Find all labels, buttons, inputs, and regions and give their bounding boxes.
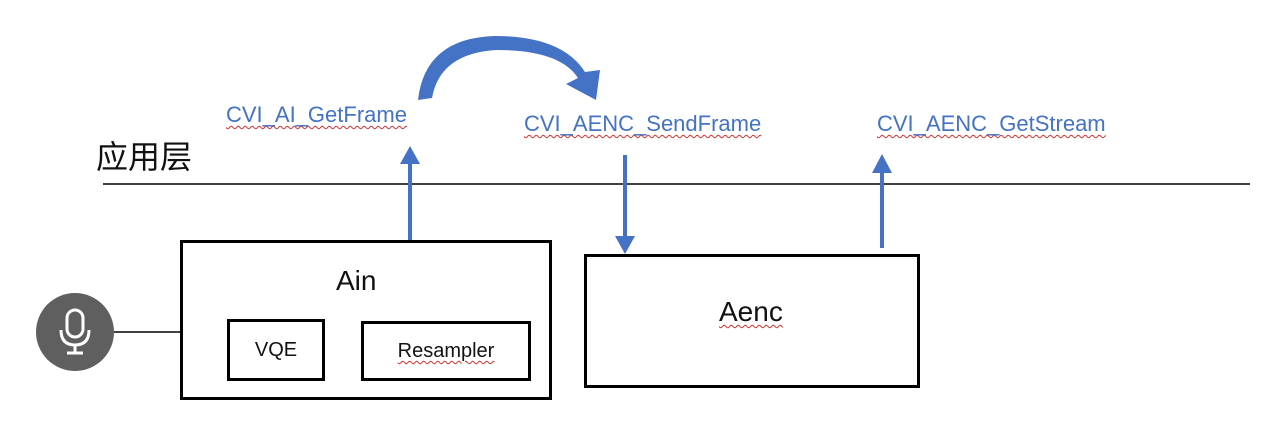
resampler-box: Resampler — [361, 321, 531, 381]
arrow-sendframe-to-aenc — [615, 155, 635, 254]
curved-arrow-getframe-to-sendframe — [418, 36, 600, 100]
vqe-box: VQE — [227, 319, 325, 381]
arrow-aenc-to-getstream — [872, 154, 892, 248]
application-layer-label: 应用层 — [96, 138, 193, 176]
aenc-module-box: Aenc — [584, 254, 920, 388]
microphone-glyph — [59, 308, 91, 355]
aenc-title: Aenc — [719, 296, 783, 327]
ain-module-box: Ain VQE Resampler — [180, 240, 552, 400]
arrow-ain-to-getframe — [400, 146, 420, 240]
ain-title: Ain — [336, 265, 377, 296]
vqe-label: VQE — [254, 339, 298, 361]
fn-get-stream-label: CVI_AENC_GetStream — [877, 111, 1106, 136]
fn-send-frame-label: CVI_AENC_SendFrame — [524, 111, 762, 136]
resampler-label: Resampler — [397, 340, 495, 362]
fn-get-frame-label: CVI_AI_GetFrame — [226, 102, 407, 127]
microphone-icon — [36, 293, 114, 371]
